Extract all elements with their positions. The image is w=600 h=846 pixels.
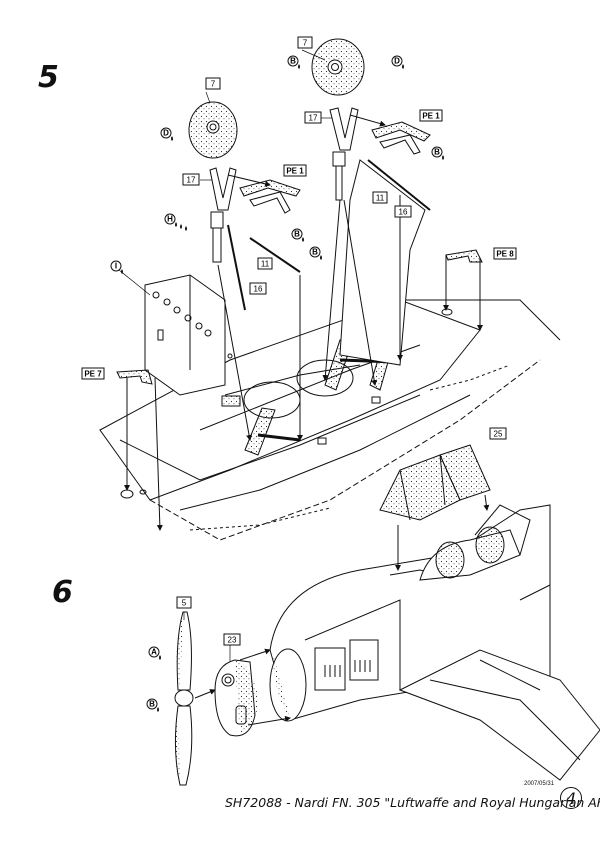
- spinner: [214, 648, 291, 737]
- propeller: [174, 611, 216, 786]
- part-23-label: 23: [223, 633, 241, 646]
- svg-text:D: D: [394, 57, 400, 66]
- svg-text:7: 7: [211, 80, 216, 89]
- svg-text:PE 1: PE 1: [286, 167, 304, 176]
- svg-text:PE 7: PE 7: [84, 370, 102, 379]
- svg-text:25: 25: [494, 430, 503, 439]
- part-7-left-label: 7: [205, 77, 221, 90]
- svg-text:B: B: [294, 230, 300, 239]
- part-7-right-label: 7: [297, 36, 313, 49]
- paint-code-i: I: [110, 260, 123, 274]
- svg-text:H: H: [167, 215, 173, 224]
- svg-text:A: A: [151, 648, 157, 657]
- part-16-left-label: 16: [249, 282, 267, 295]
- paint-code-a: A: [148, 646, 161, 660]
- svg-text:B: B: [434, 148, 440, 157]
- paint-code-b-rod: B: [291, 228, 304, 242]
- part-pe1-right-label: PE 1: [419, 109, 443, 122]
- svg-text:11: 11: [376, 194, 385, 203]
- paint-code-b-right-strut: B: [431, 146, 444, 160]
- step-6-number: 6: [52, 575, 73, 610]
- svg-text:B: B: [312, 248, 318, 257]
- step-5-number: 5: [38, 60, 59, 95]
- svg-text:D: D: [163, 129, 169, 138]
- rod-right: [367, 159, 431, 211]
- part-17-left-label: 17: [182, 173, 200, 186]
- svg-text:PE 1: PE 1: [422, 112, 440, 121]
- photoetch-pe1-right: [371, 121, 431, 155]
- door-left: [227, 224, 246, 311]
- svg-text:PE 8: PE 8: [496, 250, 514, 259]
- part-25-label: 25: [489, 427, 507, 440]
- page-number: 4: [560, 787, 582, 809]
- svg-text:16: 16: [254, 285, 263, 294]
- svg-text:23: 23: [228, 636, 237, 645]
- svg-text:17: 17: [187, 176, 196, 185]
- paint-code-b-propeller: B: [146, 698, 159, 712]
- footer-date: 2007/05/31: [524, 781, 555, 787]
- paint-code-h: H: [164, 213, 187, 231]
- paint-code-b-right-wheel: B: [287, 55, 300, 69]
- photoetch-pe8: [441, 249, 483, 316]
- svg-text:B: B: [149, 700, 155, 709]
- strut-left: [209, 167, 237, 263]
- leader-lines: [118, 49, 332, 662]
- part-11-left-label: 11: [257, 257, 273, 270]
- part-17-right-label: 17: [304, 111, 322, 124]
- svg-text:16: 16: [399, 208, 408, 217]
- strut-right: [329, 107, 359, 201]
- fuselage-center-section: [144, 274, 233, 396]
- canopy: [379, 444, 491, 571]
- svg-text:B: B: [290, 57, 296, 66]
- wing-root-step6: [398, 649, 600, 781]
- part-pe8-label: PE 8: [493, 247, 517, 260]
- cockpit: [419, 504, 531, 581]
- rod-left: [249, 237, 301, 273]
- part-pe7-label: PE 7: [81, 367, 105, 380]
- part-pe1-left-label: PE 1: [283, 164, 307, 177]
- svg-text:7: 7: [303, 39, 308, 48]
- assembly-arrows-step5: [124, 114, 483, 531]
- part-16-right-label: 16: [394, 205, 412, 218]
- paint-code-d-left: D: [160, 127, 173, 141]
- part-5-label: 5: [176, 596, 192, 609]
- footer-title: SH72088 - Nardi FN. 305 "Luftwaffe and R…: [225, 795, 600, 810]
- svg-text:17: 17: [309, 114, 318, 123]
- svg-text:5: 5: [182, 599, 187, 608]
- wheel-left: [188, 101, 238, 159]
- part-11-right-label: 11: [372, 191, 388, 204]
- paint-code-b-door: B: [309, 246, 322, 260]
- wheel-right: [311, 38, 365, 96]
- svg-text:11: 11: [261, 260, 270, 269]
- paint-code-d-right-wheel: D: [391, 55, 404, 69]
- svg-text:I: I: [115, 262, 117, 271]
- photoetch-pe7: [116, 369, 153, 499]
- photoetch-pe1-left: [239, 179, 301, 214]
